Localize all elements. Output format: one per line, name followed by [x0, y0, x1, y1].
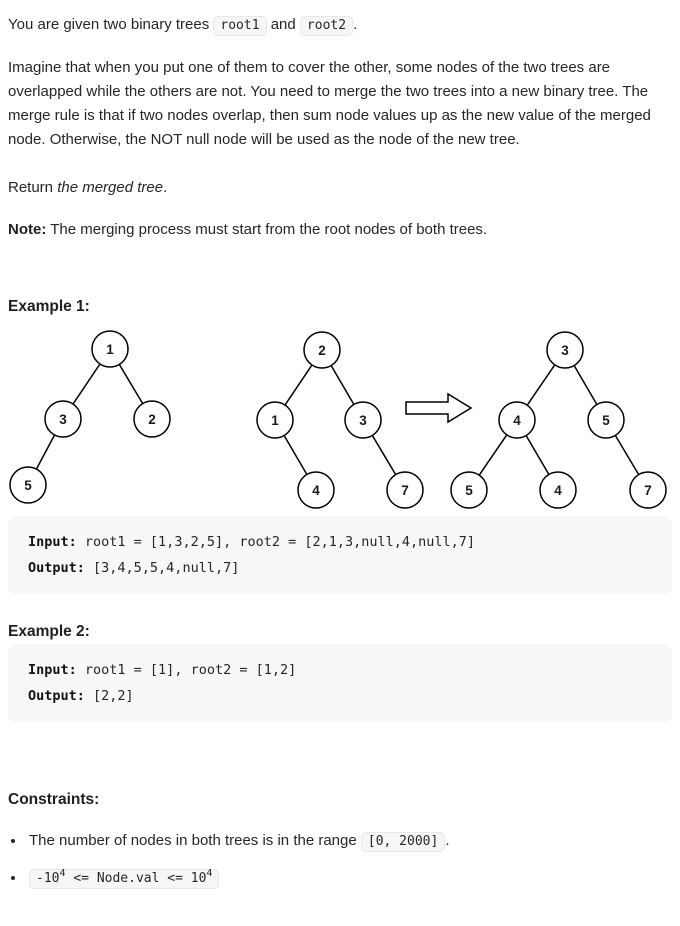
tree-node-circle-root1 — [9, 466, 47, 504]
input-label: Input: — [28, 534, 77, 550]
tree-edge-merged — [526, 364, 556, 406]
tree-node-value-root2: 4 — [312, 483, 320, 498]
tree-node-circle-root2 — [303, 331, 341, 369]
tree-edge-root2 — [330, 365, 355, 405]
tree-node-value-root2: 2 — [318, 343, 326, 358]
example1-code-block: Input: root1 = [1,3,2,5], root2 = [2,1,3… — [8, 516, 672, 594]
tree-node-circle-root2 — [256, 401, 294, 439]
tree-edge-root1 — [72, 363, 101, 405]
description-paragraph: Imagine that when you put one of them to… — [8, 59, 651, 148]
tree-node-circle-merged — [539, 471, 577, 509]
tree-node-value-root2: 3 — [359, 413, 367, 428]
tree-node-value-root2: 1 — [271, 413, 279, 428]
val-range-exp2: 4 — [206, 867, 213, 879]
tree-node-circle-root1 — [133, 400, 171, 438]
inline-code-root1: root1 — [213, 16, 267, 36]
tree-node-circle-merged — [629, 471, 667, 509]
inline-code-root2: root2 — [299, 16, 354, 36]
tree-node-value-merged: 5 — [465, 483, 473, 498]
tree-node-value-merged: 5 — [602, 413, 610, 428]
example2-heading: Example 2: — [8, 620, 672, 644]
tree-edge-root1 — [35, 434, 56, 470]
tree-node-circle-root2 — [297, 471, 335, 509]
return-text: Return — [8, 179, 58, 196]
constraints-heading: Constraints: — [8, 788, 672, 812]
intro-text-and: and — [266, 16, 300, 33]
val-range-mid: <= Node.val <= 10 — [65, 871, 207, 886]
val-range-exp1: 4 — [59, 867, 66, 879]
tree-node-circle-merged — [587, 401, 625, 439]
intro-text-period: . — [353, 16, 358, 33]
intro-text: You are given two binary trees — [8, 16, 214, 33]
tree-node-value-merged: 3 — [561, 343, 569, 358]
example1-heading: Example 1: — [8, 295, 672, 319]
constraint-text: The number of nodes in both trees is in … — [29, 832, 361, 849]
tree-node-value-root1: 3 — [59, 412, 67, 427]
output-value: [2,2] — [84, 688, 134, 704]
example2-code-block: Input: root1 = [1], root2 = [1,2] Output… — [8, 644, 672, 722]
input-label: Input: — [28, 662, 77, 678]
tree-node-circle-merged — [546, 331, 584, 369]
output-label: Output: — [28, 560, 85, 576]
tree-node-value-merged: 4 — [513, 413, 521, 428]
tree-node-circle-root1 — [91, 330, 129, 368]
tree-node-circle-root2 — [386, 471, 424, 509]
tree-edge-merged — [525, 435, 550, 475]
intro-paragraph: You are given two binary trees root1 and… — [8, 13, 672, 38]
constraint-period: . — [445, 832, 450, 849]
tree-node-circle-root2 — [344, 401, 382, 439]
tree-edge-root2 — [283, 435, 308, 475]
constraints-list: The number of nodes in both trees is in … — [8, 829, 672, 891]
tree-node-value-root1: 1 — [106, 342, 114, 357]
tree-edge-root2 — [371, 435, 397, 475]
tree-node-circle-merged — [498, 401, 536, 439]
input-value: root1 = [1,3,2,5], root2 = [2,1,3,null,4… — [76, 534, 476, 550]
note-paragraph: Note: The merging process must start fro… — [8, 218, 672, 242]
example1-trees-diagram: 1 3 2 5 2 1 3 4 7 3 4 5 5 4 7 — [9, 330, 667, 509]
constraints-heading-text: Constraints: — [8, 791, 100, 808]
return-paragraph: Return the merged tree. — [8, 176, 672, 200]
tree-edge-root2 — [284, 364, 313, 406]
tree-edge-root1 — [118, 364, 144, 404]
example2-heading-text: Example 2: — [8, 623, 90, 640]
inline-code-node-val-range: -104 <= Node.val <= 104 — [29, 867, 220, 889]
note-text: The merging process must start from the … — [46, 221, 488, 238]
tree-node-value-merged: 4 — [554, 483, 562, 498]
tree-node-value-root2: 7 — [401, 483, 409, 498]
output-value: [3,4,5,5,4,null,7] — [84, 560, 240, 576]
tree-node-circle-root1 — [44, 400, 82, 438]
merge-arrow-icon — [405, 392, 473, 424]
inline-code-range: [0, 2000] — [360, 832, 446, 852]
tree-node-value-root1: 2 — [148, 412, 156, 427]
return-italic-text: the merged tree — [57, 179, 164, 196]
constraint-item-node-count: The number of nodes in both trees is in … — [26, 829, 672, 854]
tree-node-circle-merged — [450, 471, 488, 509]
note-label: Note: — [8, 221, 47, 238]
tree-edge-merged — [478, 434, 508, 476]
tree-edge-merged — [573, 365, 598, 405]
return-period: . — [163, 179, 168, 196]
tree-node-value-merged: 7 — [644, 483, 652, 498]
output-label: Output: — [28, 688, 85, 704]
val-range-base1: -10 — [36, 871, 60, 886]
tree-node-value-root1: 5 — [24, 478, 32, 493]
example1-heading-text: Example 1: — [8, 298, 90, 315]
input-value: root1 = [1], root2 = [1,2] — [76, 662, 297, 678]
constraint-item-node-val: -104 <= Node.val <= 104 — [26, 866, 672, 891]
tree-edge-merged — [614, 435, 640, 475]
